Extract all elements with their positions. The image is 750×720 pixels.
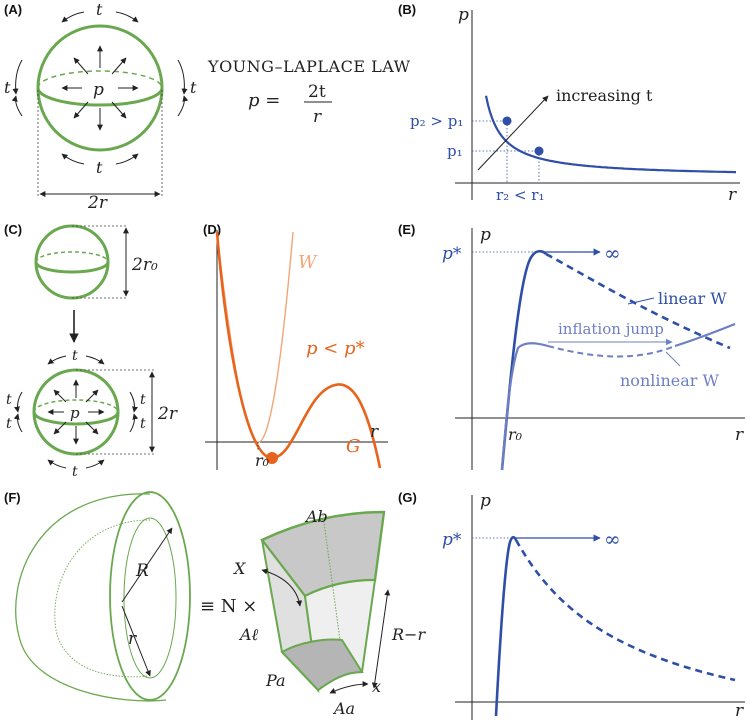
tension-left1-c: t bbox=[6, 392, 12, 408]
pressure-condition: p < p* bbox=[306, 338, 365, 359]
tension-right-a: t bbox=[190, 78, 197, 97]
young-laplace-law: YOUNG–LAPLACE LAW p = 2t r bbox=[207, 57, 411, 127]
g-label: G bbox=[346, 436, 360, 457]
tension-right1-c: t bbox=[140, 392, 146, 408]
panel-a-letter: (A) bbox=[4, 2, 22, 17]
nonlinear-w-solid-high bbox=[674, 322, 736, 348]
x-lower-label: x bbox=[372, 677, 381, 696]
linear-w-dashed bbox=[545, 252, 731, 350]
tension-bottom-a: t bbox=[96, 158, 103, 177]
pressure-arrows-c bbox=[47, 379, 105, 445]
tension-bottom-c: t bbox=[72, 464, 78, 480]
nonlinear-w-solid-low bbox=[500, 342, 549, 471]
r-axis-label-d: r bbox=[370, 422, 379, 442]
infinity-label-g: ∞ bbox=[604, 527, 621, 551]
al-label: Aℓ bbox=[238, 625, 259, 644]
infinity-label-e: ∞ bbox=[604, 241, 621, 265]
panel-b-letter: (B) bbox=[398, 2, 416, 17]
r-axis-label-g: r bbox=[735, 701, 744, 720]
r0-label-d: r₀ bbox=[255, 451, 270, 470]
inflation-jump-label: inflation jump bbox=[558, 320, 664, 338]
aa-label: Aa bbox=[332, 699, 355, 718]
nonlinear-w-dashed bbox=[547, 345, 676, 358]
law-title: YOUNG–LAPLACE LAW bbox=[207, 57, 411, 76]
r2-label: r₂ < r₁ bbox=[496, 186, 544, 204]
x-upper-label: X bbox=[232, 559, 246, 578]
tension-arrows-c bbox=[13, 355, 139, 469]
nonlinear-w-label: nonlinear W bbox=[620, 371, 720, 390]
equivalence-label: ≡ N × bbox=[200, 596, 257, 617]
r-axis-label-b: r bbox=[728, 185, 737, 205]
small-diameter-label: 2r₀ bbox=[131, 255, 158, 275]
diameter-label-a: 2r bbox=[87, 193, 108, 213]
ab-label: Ab bbox=[304, 507, 328, 526]
outer-shell-rim bbox=[109, 491, 191, 701]
linear-w-label: linear W bbox=[658, 289, 727, 308]
increasing-t-label: increasing t bbox=[556, 86, 653, 105]
inner-shell-rim bbox=[123, 517, 177, 679]
tension-arrows-a bbox=[11, 11, 189, 165]
inner-shell-back bbox=[54, 519, 151, 678]
young-laplace-curve bbox=[484, 95, 736, 174]
r0-label-e: r₀ bbox=[508, 425, 523, 444]
law-numerator: 2t bbox=[308, 82, 326, 102]
p-axis-label-e: p bbox=[480, 225, 491, 245]
increasing-t-arrow bbox=[477, 95, 549, 171]
tension-top-a: t bbox=[96, 0, 103, 19]
point-p1 bbox=[534, 146, 544, 156]
bottom-face-aa bbox=[280, 638, 364, 692]
outer-radius-label: R bbox=[135, 561, 149, 581]
inner-radius-arrow bbox=[121, 605, 151, 677]
pstar-label-e: p* bbox=[442, 244, 462, 264]
panel-f: (F) R r ≡ N × Ab X Aℓ Pa Aa x R−r bbox=[4, 490, 426, 718]
pressure-arrows-a bbox=[61, 45, 139, 131]
thickness-arrow bbox=[371, 589, 391, 689]
small-sphere-c bbox=[34, 224, 110, 300]
law-denominator: r bbox=[313, 107, 322, 127]
p-axis-label-g: p bbox=[480, 491, 491, 511]
x-arrow-upper bbox=[261, 568, 303, 607]
panel-e: (E) p r p* ∞ inflation jump linear W non… bbox=[398, 222, 745, 471]
r-axis-label-e: r bbox=[735, 425, 744, 445]
pa-label: Pa bbox=[265, 671, 286, 690]
tension-left-a: t bbox=[4, 78, 11, 97]
panel-b: (B) p r increasing t p₂ > p₁ p₁ r₂ < r₁ bbox=[398, 2, 740, 205]
pstar-label-g: p* bbox=[442, 530, 462, 550]
thickness-label: R−r bbox=[391, 625, 426, 644]
equator-back-a bbox=[37, 70, 163, 89]
panel-a: (A) p t t t t bbox=[4, 0, 197, 213]
panel-c: (C) 2r₀ p bbox=[4, 222, 178, 480]
g-curve bbox=[215, 231, 382, 469]
tension-left2-c: t bbox=[6, 416, 12, 432]
g-minimum bbox=[266, 452, 278, 464]
pressure-label-c: p bbox=[70, 404, 80, 422]
panel-d: (D) W p < p* r₀ r G bbox=[203, 222, 388, 470]
g-curve-dashed bbox=[514, 539, 736, 682]
p1-label: p₁ bbox=[447, 142, 463, 160]
pressure-label-a: p bbox=[93, 80, 104, 100]
tension-right2-c: t bbox=[140, 416, 146, 432]
panel-c-letter: (C) bbox=[4, 222, 22, 237]
law-lhs: p = bbox=[248, 90, 280, 111]
panel-f-letter: (F) bbox=[4, 490, 21, 505]
x-arrow-lower bbox=[329, 681, 369, 694]
outer-radius-arrow bbox=[121, 527, 173, 603]
outer-shell-back bbox=[15, 493, 167, 702]
w-label: W bbox=[298, 252, 318, 273]
p-axis-label-b: p bbox=[458, 5, 469, 25]
large-diameter-label: 2r bbox=[157, 404, 178, 424]
panel-g-letter: (G) bbox=[398, 490, 417, 505]
inner-radius-label: r bbox=[128, 629, 137, 649]
p2-label: p₂ > p₁ bbox=[410, 112, 463, 130]
g-curve-solid bbox=[494, 535, 518, 717]
panel-g: (G) p r p* ∞ bbox=[398, 490, 745, 720]
point-p2 bbox=[502, 116, 512, 126]
tension-top-c: t bbox=[72, 348, 78, 364]
panel-e-letter: (E) bbox=[398, 222, 415, 237]
equator-front-a bbox=[36, 87, 164, 107]
